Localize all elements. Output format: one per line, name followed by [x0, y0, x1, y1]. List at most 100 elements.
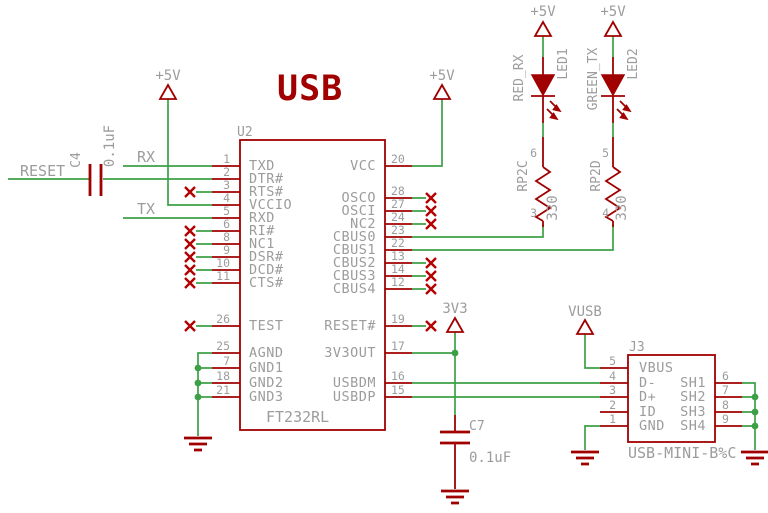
j3-value: USB-MINI-B%C — [628, 444, 736, 462]
u2-pin-name: USBDM — [333, 375, 376, 391]
plus5v-arrow-icon — [433, 84, 451, 100]
junction-dot — [451, 349, 459, 357]
c7-value: 0.1uF — [469, 450, 511, 466]
j3-pin-number: 5 — [609, 354, 616, 368]
u2-pin-number: 5 — [223, 204, 230, 218]
reset-net-label: RESET — [20, 162, 65, 180]
c7-refdes: C7 — [469, 419, 485, 434]
vusb-arrow-icon — [576, 319, 594, 335]
junction-dot — [751, 393, 759, 401]
junction-dots — [194, 349, 759, 430]
u2-component: U2 FT232RL TXD DTR# RTS# VCCIO RXD RI# N… — [212, 125, 412, 431]
j3-pin-number: 7 — [722, 383, 729, 397]
u2-pin-number: 11 — [216, 269, 230, 283]
j3-outline — [627, 354, 716, 443]
rp2d-refdes: RP2D — [589, 160, 604, 191]
u2-pin-number: 10 — [216, 256, 230, 270]
no-connect-x-icon — [183, 263, 197, 277]
plus5v-label: +5V — [155, 68, 181, 84]
c4-refdes: C4 — [69, 152, 84, 168]
no-connect-x-icon — [424, 319, 438, 333]
rp2d-resistor: RP2D 330 5 4 — [589, 146, 630, 227]
u2-pin-name: USBDP — [333, 389, 376, 405]
u2-refdes: U2 — [237, 125, 253, 140]
tx-net-label: TX — [137, 200, 155, 218]
u2-pin-name: VCC — [350, 158, 376, 174]
j3-pin-name: D- — [639, 375, 656, 391]
j3-pin-name: SH1 — [680, 375, 706, 391]
j3-pin-name: SH2 — [680, 389, 706, 405]
u2-pin-number: 17 — [391, 339, 405, 353]
j3-pin-number: 8 — [722, 398, 729, 412]
u2-pin-number: 21 — [216, 383, 230, 397]
u2-pin-name: NC1 — [249, 236, 275, 252]
ground-icon — [439, 489, 471, 505]
vusb-wire — [584, 334, 600, 369]
vcc-plus5v-wire — [412, 99, 443, 167]
junction-dot — [751, 422, 759, 430]
junction-dot — [194, 393, 202, 401]
j3-pin-number: 2 — [609, 398, 616, 412]
no-connect-x-icon — [424, 269, 438, 283]
j3-gnd-wire — [584, 425, 600, 450]
rp2d-pin-number: 5 — [602, 146, 609, 160]
ground-icon — [569, 450, 601, 466]
u2-pin-name: RI# — [249, 223, 275, 239]
j3-pin-number: 1 — [609, 412, 616, 426]
u2-pin-name: OSCI — [341, 203, 376, 219]
led1-component: RED_RX LED1 — [512, 48, 571, 167]
led1-net-label: RED_RX — [512, 54, 527, 101]
plus5v-label: +5V — [530, 4, 556, 20]
u2-outline — [239, 139, 386, 431]
plus5v-arrow-icon — [604, 21, 622, 37]
u2-pin-name: GND1 — [249, 360, 284, 376]
j3-shield-gnd-wire — [742, 382, 756, 450]
u2-pin-number: 27 — [391, 197, 405, 211]
u2-pin-number: 16 — [391, 369, 405, 383]
rp2d-pin-number: 4 — [602, 206, 609, 220]
no-connect-x-icon — [183, 224, 197, 238]
cbus0-led1-wire — [412, 225, 544, 238]
u2-pin-name: RTS# — [249, 184, 284, 200]
ground-bus-wire — [197, 352, 212, 436]
u2-pin-name: DSR# — [249, 249, 284, 265]
c4-value: 0.1uF — [102, 125, 118, 167]
led1-refdes: LED1 — [556, 48, 571, 79]
u2-pin-number: 18 — [216, 369, 230, 383]
j3-component: J3 USB-MINI-B%C VBUS D- D+ ID GND SH1 SH… — [600, 340, 742, 462]
led2-refdes: LED2 — [626, 48, 641, 79]
vusb-label: VUSB — [568, 304, 602, 320]
rp2d-value: 330 — [614, 195, 630, 220]
u2-pin-number: 1 — [223, 152, 230, 166]
no-connect-x-icon — [424, 217, 438, 231]
rp2c-value: 330 — [545, 195, 561, 220]
u2-pin-number: 20 — [391, 152, 405, 166]
j3-pin-name: SH3 — [680, 404, 706, 420]
rp2c-pin-number: 3 — [530, 206, 537, 220]
rp2c-resistor: RP2C 330 6 3 — [516, 146, 561, 227]
u2-pin-number: 28 — [391, 184, 405, 198]
u2-pin-number: 13 — [391, 249, 405, 263]
led-icon — [530, 74, 561, 120]
u2-pin-name: GND3 — [249, 389, 284, 405]
no-connect-x-icon — [424, 191, 438, 205]
j3-pin-number: 6 — [722, 369, 729, 383]
no-connect-x-icon — [424, 282, 438, 296]
v3v3-label: 3V3 — [442, 301, 467, 317]
v3v3-wire — [412, 332, 456, 415]
u2-pin-name: CBUS2 — [333, 255, 376, 271]
u2-pin-name: AGND — [249, 345, 284, 361]
j3-refdes: J3 — [629, 340, 645, 355]
u2-pin-name: CBUS3 — [333, 268, 376, 284]
plus5v-arrow-icon — [534, 21, 552, 37]
junction-dot — [194, 379, 202, 387]
rp2c-pin-number: 6 — [530, 146, 537, 160]
u2-right-pin-stubs — [385, 165, 412, 398]
c7-plates — [440, 430, 470, 445]
rx-net-label: RX — [137, 148, 155, 166]
plus5v-vccio-wire — [167, 99, 212, 206]
u2-pin-name: RXD — [249, 210, 275, 226]
no-connect-x-icon — [183, 319, 197, 333]
